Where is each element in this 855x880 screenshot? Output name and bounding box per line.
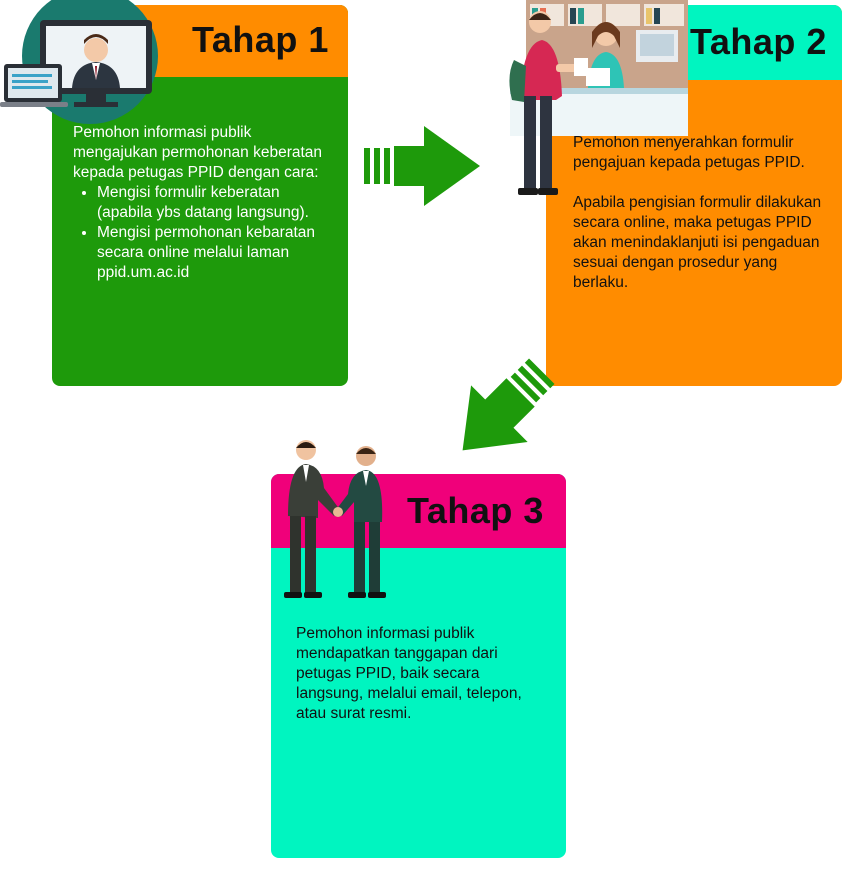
arrow-right-icon: [364, 126, 480, 206]
step-2-paragraph: Pemohon menyerahkan formulir pengajuan k…: [573, 134, 805, 171]
online-consultation-icon: [0, 0, 158, 124]
step-2-paragraph: Apabila pengisian formulir dilakukan sec…: [573, 194, 822, 291]
step-3-paragraph: Pemohon informasi publik mendapatkan tan…: [296, 625, 522, 722]
step-1-text: Pemohon informasi publik mengajukan perm…: [73, 123, 339, 283]
arrow-down-left-icon: [462, 358, 555, 451]
step-2-text: Pemohon menyerahkan formulir pengajuan k…: [573, 133, 835, 293]
step-1-bullets: Mengisi formulir keberatan (apabila ybs …: [73, 183, 339, 283]
step-3-text: Pemohon informasi publik mendapatkan tan…: [296, 624, 551, 724]
step-1-title: Tahap 1: [192, 19, 329, 60]
step-3-title: Tahap 3: [407, 490, 544, 531]
step-3-card: Tahap 3 Pemohon informasi publik mendapa…: [271, 474, 566, 858]
step-1-bullet: Mengisi formulir keberatan (apabila ybs …: [97, 183, 339, 223]
step-2-title: Tahap 2: [690, 21, 827, 62]
step-1-bullet: Mengisi permohonan kebaratan secara onli…: [97, 223, 339, 283]
step-1-card: Tahap 1 Pemohon informasi publik mengaju…: [52, 5, 348, 386]
step-1-intro: Pemohon informasi publik mengajukan perm…: [73, 124, 323, 181]
handshake-icon: [284, 440, 386, 598]
service-desk-icon: [509, 0, 688, 195]
